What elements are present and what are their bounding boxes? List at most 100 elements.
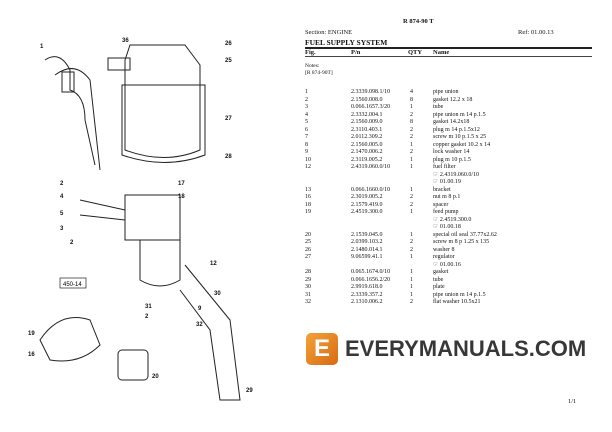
cell-qty: 2 xyxy=(410,134,413,140)
callout: 27 xyxy=(225,116,232,122)
cell-name: ☞ 01.00.18 xyxy=(433,224,461,230)
cell-pn: 2.3110.403.1 xyxy=(351,126,383,133)
callout: 9 xyxy=(198,306,202,312)
divider xyxy=(305,47,592,49)
cell-qty: 1 xyxy=(410,276,413,283)
cell-name: plug m 14 p.1.5x12 xyxy=(433,126,480,133)
callout: 17 xyxy=(178,181,185,187)
col-pn: P/n xyxy=(351,49,361,56)
table-row: ☞ 01.00.16 xyxy=(305,262,595,270)
table-row: ☞ 2.4319.060.0/10 xyxy=(305,172,595,180)
cell-name: gasket 14.2x18 xyxy=(433,119,470,125)
cell-fig: 25 xyxy=(305,239,311,245)
notes: Notes:[R 874-90T] xyxy=(305,63,333,77)
cell-fig: 10 xyxy=(305,156,311,163)
cell-qty: 2 xyxy=(410,201,413,208)
cell-fig: 30 xyxy=(305,284,311,290)
cell-name: lock washer 14 xyxy=(433,149,470,155)
cell-name: ☞ 01.00.19 xyxy=(433,179,461,185)
cell-qty: 1 xyxy=(410,284,413,290)
page-number: 1/1 xyxy=(568,398,577,405)
cell-pn: 0.066.1657.3/20 xyxy=(351,104,391,110)
cell-pn: 2.3339.357.2 xyxy=(351,291,383,298)
table-row: ☞ 01.00.18 xyxy=(305,224,595,232)
callout: 26 xyxy=(225,41,232,47)
feed-pump xyxy=(39,317,101,362)
cell-fig: 12 xyxy=(305,164,311,170)
section-label: Section: ENGINE xyxy=(305,29,353,36)
cell-pn: 0.066.1656.2/20 xyxy=(351,276,391,283)
cell-qty: 1 xyxy=(410,291,413,298)
cell-qty: 1 xyxy=(410,141,413,148)
callout: 12 xyxy=(210,261,217,267)
cell-fig: 28 xyxy=(305,269,311,275)
cell-pn: 2.4519.300.0 xyxy=(351,209,383,215)
fuel-tube-2 xyxy=(54,68,101,171)
regulator-plate xyxy=(107,57,131,71)
cell-name: tube xyxy=(433,104,444,110)
callout: 30 xyxy=(214,291,221,297)
cell-pn: 2.0399.103.2 xyxy=(351,239,383,245)
cell-name: regulator xyxy=(433,254,455,260)
callout: 28 xyxy=(225,154,232,160)
cell-pn: 2.1539.045.0 xyxy=(351,231,383,238)
cell-qty: 2 xyxy=(410,126,413,133)
cell-qty: 2 xyxy=(410,239,413,245)
callout: 18 xyxy=(178,194,185,200)
cell-name: screw m 10 p.1.5 x 25 xyxy=(433,134,487,140)
cell-fig: 31 xyxy=(305,291,311,298)
cell-qty: 1 xyxy=(410,156,413,163)
cell-qty: 2 xyxy=(410,299,413,305)
cell-qty: 2 xyxy=(410,149,413,155)
cell-pn: 2.4319.060.0/10 xyxy=(351,164,391,170)
cell-qty: 8 xyxy=(410,96,413,103)
cell-name: pipe union m 14 p.1.5 xyxy=(433,111,486,118)
callout: 19 xyxy=(28,331,35,337)
callout: 32 xyxy=(196,322,203,328)
pump-seal xyxy=(117,349,149,381)
cell-qty: 2 xyxy=(410,246,413,253)
cell-name: ☞ 2.4319.060.0/10 xyxy=(433,171,480,178)
callout: 16 xyxy=(28,352,35,358)
callout: 3 xyxy=(60,226,64,232)
cell-name: ☞ 01.00.16 xyxy=(433,261,461,268)
page-title: FUEL SUPPLY SYSTEM xyxy=(305,38,388,47)
cell-pn: 2.1560.009.0 xyxy=(351,119,383,125)
cell-fig: 19 xyxy=(305,209,311,215)
box-label-frame xyxy=(59,277,87,289)
cell-name: pipe union xyxy=(433,89,459,95)
cell-name: spacer xyxy=(433,201,449,208)
notes-label: Notes: xyxy=(305,63,320,69)
cell-fig: 9 xyxy=(305,149,308,155)
cell-fig: 29 xyxy=(305,276,311,283)
cell-fig: 20 xyxy=(305,231,311,238)
watermark: EVERYMANUALS.COM xyxy=(345,336,587,361)
callout: 31 xyxy=(145,304,152,310)
cell-name: bracket xyxy=(433,186,451,193)
cell-fig: 6 xyxy=(305,126,308,133)
cell-qty: 8 xyxy=(410,119,413,125)
col-name: Name xyxy=(433,49,450,56)
cell-qty: 1 xyxy=(410,254,413,260)
callout: 25 xyxy=(225,58,232,64)
cell-name: copper gasket 10.2 x 14 xyxy=(433,141,491,148)
cell-fig: 4 xyxy=(305,111,308,118)
cell-name: fuel filter xyxy=(433,164,456,170)
cell-pn: 2.3119.005.2 xyxy=(351,156,383,163)
cell-name: screw m 8 p 1.25 x 135 xyxy=(433,239,490,245)
cell-name: plate xyxy=(433,284,445,290)
callout: 2 xyxy=(145,314,149,320)
pipe-union xyxy=(61,71,75,93)
